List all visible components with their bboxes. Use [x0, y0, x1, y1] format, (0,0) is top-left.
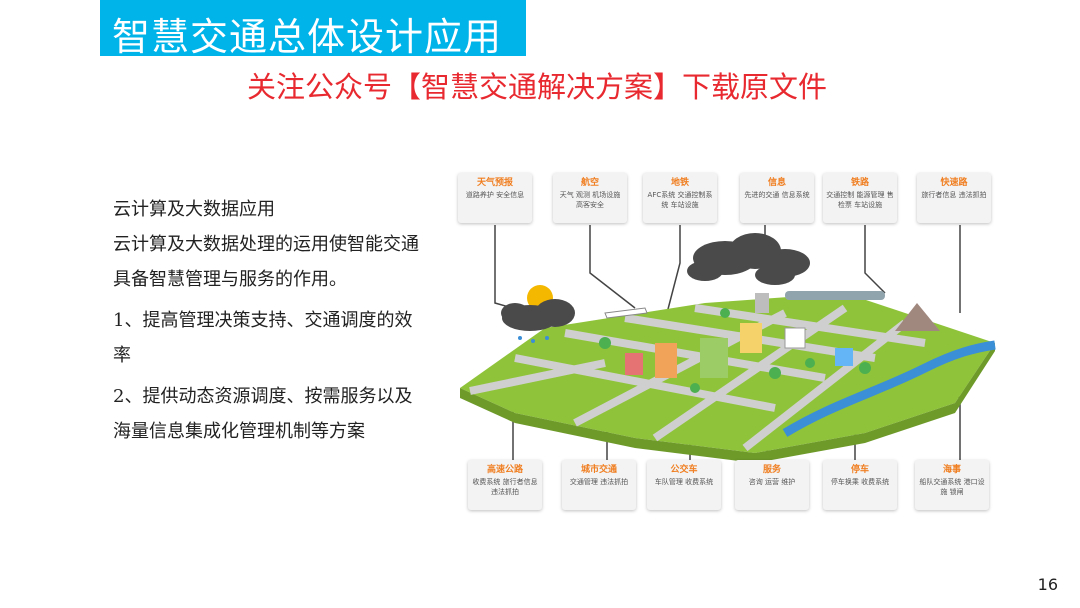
section-heading: 云计算及大数据应用	[113, 199, 275, 220]
category-desc: 咨询 运营 维护	[748, 478, 796, 486]
category-expressway: 快速路 旅行者信息 违法抓拍	[917, 173, 991, 223]
category-desc: AFC系统 交通控制系统 车站设施	[647, 191, 713, 209]
category-desc: 旅行者信息 违法抓拍	[921, 191, 987, 199]
category-desc: 先进的交通 信息系统	[744, 191, 810, 199]
category-title: 城市交通	[580, 465, 617, 475]
description-paragraph: 云计算及大数据处理的运用使智能交通具备智慧管理与服务的作用。	[113, 234, 419, 290]
rain-cloud	[501, 299, 575, 331]
category-title: 高速公路	[486, 465, 523, 475]
body-text: 云计算及大数据应用 云计算及大数据处理的运用使智能交通具备智慧管理与服务的作用。…	[70, 192, 430, 449]
slide-subtitle: 关注公众号【智慧交通解决方案】下载原文件	[247, 70, 828, 104]
list-item-1: 1、提高管理决策支持、交通调度的效率	[113, 310, 413, 366]
river	[782, 340, 996, 437]
category-highway: 高速公路 收费系统 旅行者信息 违法抓拍	[468, 460, 542, 510]
ground-edge	[460, 343, 995, 463]
category-title: 地铁	[670, 178, 689, 188]
category-title: 航空	[580, 178, 599, 188]
category-title: 海事	[942, 465, 961, 475]
trees	[599, 308, 871, 393]
category-railway: 铁路 交通控制 能源管理 售检票 车站设施	[823, 173, 897, 223]
category-service: 服务 咨询 运营 维护	[735, 460, 809, 510]
category-desc: 车队管理 收费系统	[654, 478, 714, 486]
category-title: 服务	[762, 465, 781, 475]
category-bus: 公交车 车队管理 收费系统	[647, 460, 721, 510]
mountain	[895, 303, 940, 331]
rain-drops	[518, 336, 549, 343]
category-desc: 船队交通系统 港口设施 锁闸	[919, 478, 985, 496]
smart-city-diagram: 天气预报 道路养护 安全信息 航空 天气 观测 机场设施 高客安全 地铁 AFC…	[455, 163, 1003, 513]
storm-clouds	[687, 233, 810, 285]
buildings	[625, 293, 853, 378]
city-illustration	[460, 225, 996, 463]
category-maritime: 海事 船队交通系统 港口设施 锁闸	[915, 460, 989, 510]
category-title: 信息	[767, 178, 786, 188]
category-title: 天气预报	[476, 178, 513, 188]
category-desc: 停车换乘 收费系统	[830, 478, 890, 486]
page-number: 16	[1037, 575, 1058, 594]
category-title: 铁路	[850, 178, 869, 188]
category-desc: 天气 观测 机场设施 高客安全	[559, 191, 621, 209]
category-title: 快速路	[940, 178, 968, 188]
list-item-2: 2、提供动态资源调度、按需服务以及海量信息集成化管理机制等方案	[113, 386, 413, 442]
title-bar	[100, 0, 526, 56]
category-weather: 天气预报 道路养护 安全信息	[458, 173, 532, 223]
category-parking: 停车 停车换乘 收费系统	[823, 460, 897, 510]
category-desc: 收费系统 旅行者信息 违法抓拍	[472, 478, 538, 496]
category-desc: 道路养护 安全信息	[465, 191, 525, 199]
category-information: 信息 先进的交通 信息系统	[740, 173, 814, 223]
category-desc: 交通控制 能源管理 售检票 车站设施	[826, 191, 894, 209]
category-aviation: 航空 天气 观测 机场设施 高客安全	[553, 173, 627, 223]
category-urban-traffic: 城市交通 交通管理 违法抓拍	[562, 460, 636, 510]
category-subway: 地铁 AFC系统 交通控制系统 车站设施	[643, 173, 717, 223]
slide-title: 智慧交通总体设计应用	[112, 15, 503, 59]
category-desc: 交通管理 违法抓拍	[569, 478, 629, 486]
category-title: 停车	[850, 465, 869, 475]
category-title: 公交车	[670, 465, 698, 475]
airplane	[604, 307, 648, 319]
train	[785, 291, 885, 300]
